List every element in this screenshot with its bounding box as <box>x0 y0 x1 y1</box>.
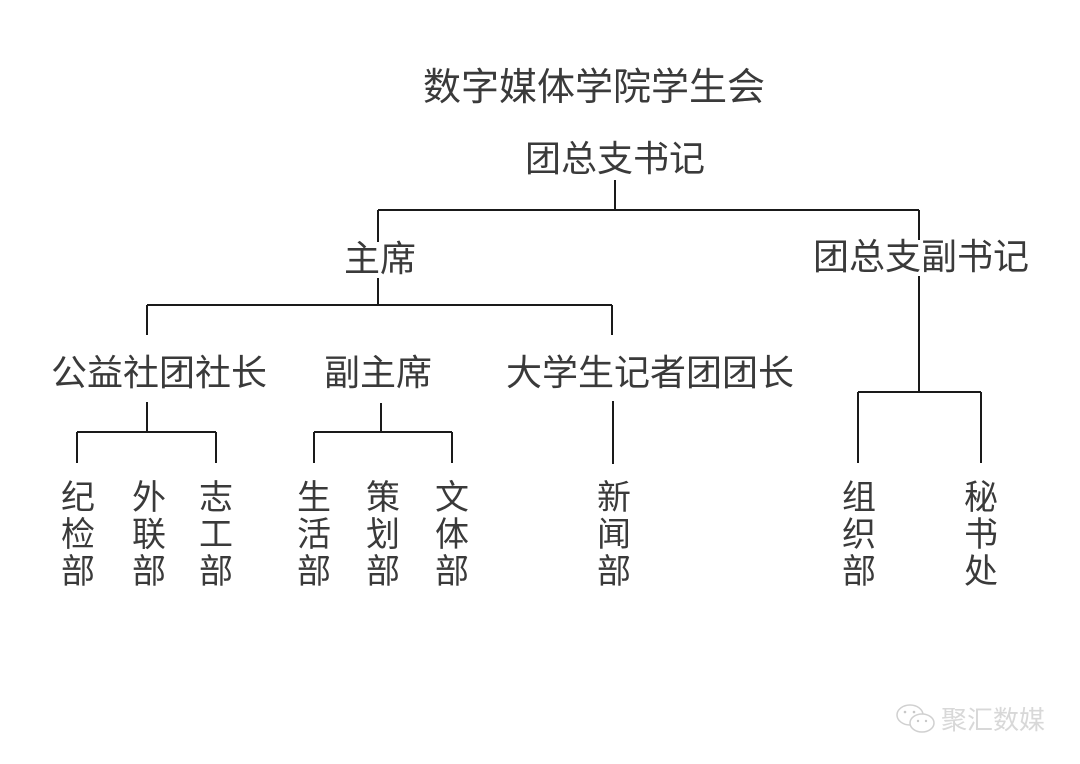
dept-arts-sports: 文 体 部 <box>435 478 469 592</box>
org-title: 数字媒体学院学生会 <box>422 65 766 109</box>
dept-news: 新 闻 部 <box>597 478 631 592</box>
node-vice-chair: 副主席 <box>323 353 433 394</box>
dept-secretariat: 秘 书 处 <box>964 478 998 592</box>
dept-life: 生 活 部 <box>297 478 331 592</box>
dept-volunteer: 志 工 部 <box>199 478 233 592</box>
watermark: 聚汇数媒 <box>895 700 1045 737</box>
dept-discipline: 纪 检 部 <box>61 478 95 592</box>
wechat-icon <box>896 703 935 733</box>
dept-planning: 策 划 部 <box>366 478 400 592</box>
node-welfare-head: 公益社团社长 <box>50 353 268 394</box>
dept-external-relations: 外 联 部 <box>132 478 166 592</box>
node-chair: 主席 <box>343 239 417 280</box>
node-deputy-secretary: 团总支副书记 <box>812 237 1030 278</box>
node-root: 团总支书记 <box>524 139 706 180</box>
dept-organization: 组 织 部 <box>842 478 876 592</box>
watermark-text: 聚汇数媒 <box>941 706 1046 736</box>
node-reporter-head: 大学生记者团团长 <box>505 353 795 394</box>
